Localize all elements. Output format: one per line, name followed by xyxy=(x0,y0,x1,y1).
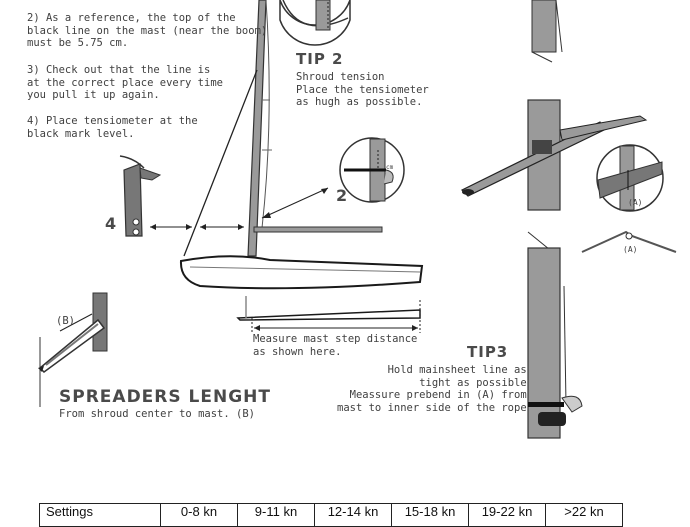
table-header-wind: 15-18 kn xyxy=(391,503,469,527)
mast-top-detail-circle xyxy=(279,0,351,46)
label-b: (B) xyxy=(56,315,75,327)
label-four: 4 xyxy=(105,214,118,233)
table-header-wind: 12-14 kn xyxy=(314,503,392,527)
instruction-step-4: 4) Place tensiometer at the black mark l… xyxy=(27,115,198,140)
tensiometer-tool xyxy=(119,155,162,237)
tip3-body: Hold mainsheet line as tight as possible… xyxy=(337,364,527,414)
table-header-wind: 0-8 kn xyxy=(160,503,238,527)
spreaders-body: From shroud center to mast. (B) xyxy=(59,408,255,420)
tip3-title: TIP3 xyxy=(467,343,509,361)
label-a-detail: (A) xyxy=(628,198,643,207)
instruction-step-3: 3) Check out that the line is at the cor… xyxy=(27,64,223,101)
table-header-wind: >22 kn xyxy=(545,503,623,527)
prebend-detail-circle xyxy=(596,144,664,212)
label-two: 2 xyxy=(336,186,349,205)
spreader-angle-sketch xyxy=(581,230,677,253)
spreader-top-view xyxy=(38,292,108,407)
table-header-wind: 19-22 kn xyxy=(468,503,546,527)
table-header-wind: 9-11 kn xyxy=(237,503,315,527)
tip2-body: Shroud tension Place the tensiometer as … xyxy=(296,71,429,108)
tip2-detail-circle xyxy=(339,137,405,203)
tip2-title: TIP 2 xyxy=(296,50,344,68)
settings-table: Settings 0-8 kn 9-11 kn 12-14 kn 15-18 k… xyxy=(39,503,623,527)
table-header-row: Settings 0-8 kn 9-11 kn 12-14 kn 15-18 k… xyxy=(39,503,623,527)
instruction-step-2: 2) As a reference, the top of the black … xyxy=(27,12,268,49)
boat-side-view xyxy=(150,0,424,333)
mast-spreader-right-top xyxy=(531,0,563,63)
mast-step-caption: Measure mast step distance as shown here… xyxy=(253,333,418,358)
label-a-sketch: (A) xyxy=(623,245,638,254)
table-header-settings: Settings xyxy=(39,503,161,527)
mast-spreader-right-middle xyxy=(460,99,648,211)
spreaders-title: SPREADERS LENGHT xyxy=(59,387,271,407)
mast-mainsheet-right xyxy=(527,231,583,439)
label-cm: cm xyxy=(386,164,394,171)
